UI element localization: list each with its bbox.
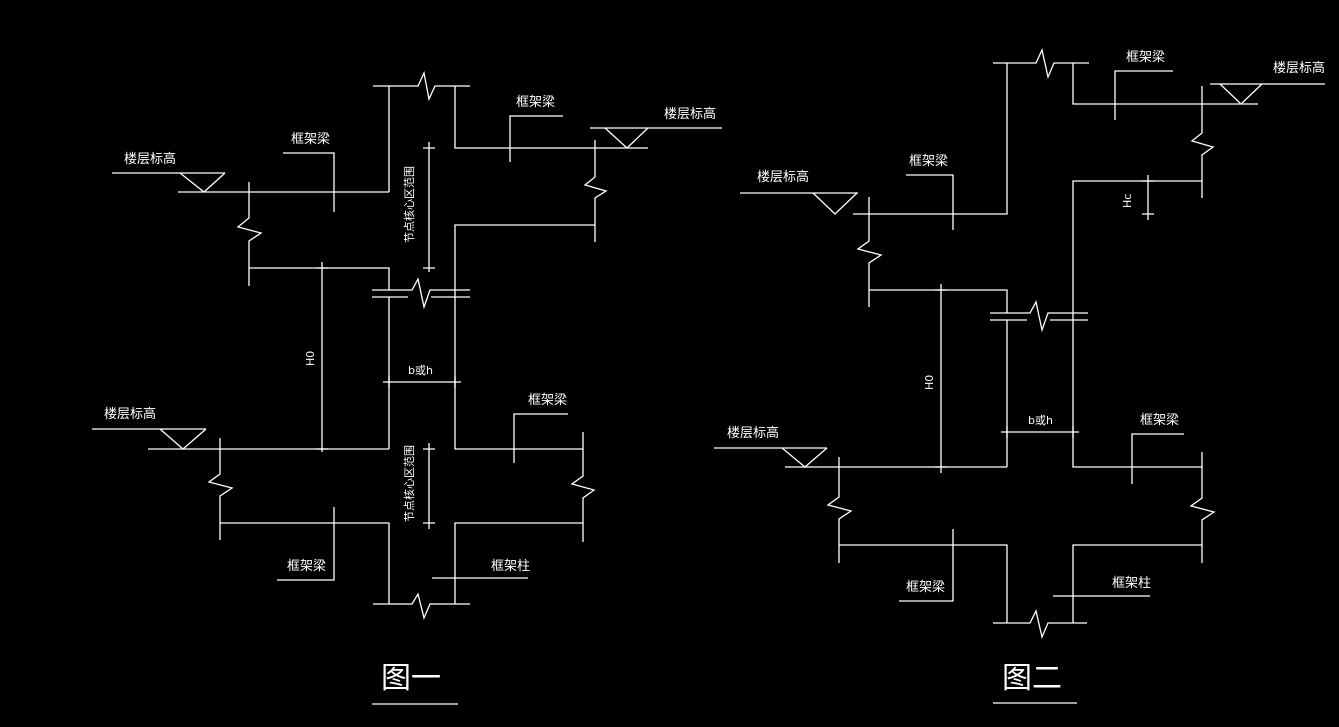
fig1-label-frame-column: 框架柱 — [491, 559, 530, 574]
fig1-label-frame-beam-upper-right: 框架梁 — [516, 95, 555, 110]
fig1-leader-beam-upper-left — [283, 152, 335, 212]
fig1-dim-h0 — [316, 262, 328, 452]
fig2-label-frame-column: 框架柱 — [1112, 576, 1151, 591]
fig1-label-floor-elevation-lower: 楼层标高 — [104, 406, 156, 422]
fig1-upper-left-beam-soffit — [249, 267, 390, 290]
fig2-label-h0: H0 — [923, 375, 936, 390]
fig2-elevation-marker-upper-right — [1210, 83, 1325, 105]
fig2-label-frame-beam-lower-left: 框架梁 — [906, 580, 945, 595]
fig2-dim-h0 — [935, 284, 947, 473]
fig2-label-b-or-h: b或h — [1028, 414, 1053, 427]
fig1-caption: 图一 — [381, 661, 441, 696]
fig1-label-h0: H0 — [304, 351, 317, 366]
fig2-dim-b-or-h — [1001, 426, 1079, 438]
fig2-lower-right-beam-break — [1189, 452, 1216, 563]
fig1-label-frame-beam-upper-left: 框架梁 — [291, 132, 330, 147]
fig2-caption: 图二 — [1002, 661, 1062, 696]
figure-1 — [92, 70, 722, 705]
fig2-leader-beam-upper-right — [1114, 70, 1173, 120]
fig2-upper-right-beam-soffit — [1072, 180, 1202, 320]
fig2-lower-left-beam-soffit — [839, 544, 1008, 623]
fig2-column-top-break — [993, 47, 1089, 80]
fig1-elevation-marker-lower-left — [92, 428, 207, 450]
fig2-upper-left-beam-soffit — [869, 289, 1008, 313]
fig2-dim-hc — [1142, 175, 1154, 220]
fig2-column-bottom-break — [993, 609, 1087, 640]
fig2-upper-left-beam-break — [856, 197, 883, 307]
fig1-label-frame-beam-lower-right: 框架梁 — [528, 393, 567, 408]
fig1-label-b-or-h: b或h — [408, 364, 433, 377]
fig2-label-frame-beam-lower-right: 框架梁 — [1140, 413, 1179, 428]
fig1-lower-right-beam-break — [570, 432, 596, 542]
fig1-label-joint-core-upper: 节点核心区范围 — [402, 166, 416, 243]
fig2-lower-right-beam-soffit — [1072, 544, 1202, 623]
fig1-leader-beam-lower-right — [513, 413, 568, 463]
fig1-lower-right-beam-soffit — [454, 522, 583, 604]
fig2-leader-beam-upper-left — [906, 174, 954, 230]
fig1-column-top-break — [373, 70, 470, 102]
fig1-label-frame-beam-lower-left: 框架梁 — [287, 559, 326, 574]
fig1-upper-left-beam-bottom — [236, 182, 263, 286]
fig1-lower-left-beam-soffit — [220, 522, 390, 604]
fig1-elevation-marker-upper-left — [112, 172, 226, 193]
fig1-leader-beam-lower-left — [277, 507, 335, 581]
fig1-label-floor-elevation-upper-right: 楼层标高 — [664, 106, 716, 122]
fig1-upper-right-beam-break — [583, 140, 608, 242]
fig1-lower-left-beam-break — [207, 438, 234, 540]
fig2-label-frame-beam-upper-left: 框架梁 — [909, 154, 948, 169]
fig1-leader-beam-upper-right — [509, 115, 563, 162]
fig2-lower-left-beam-break — [826, 457, 853, 563]
fig1-dim-joint-upper — [423, 142, 435, 272]
fig1-label-joint-core-lower: 节点核心区范围 — [402, 445, 416, 522]
fig1-column-mid-break — [372, 277, 470, 310]
fig1-column-right-upper — [454, 86, 648, 149]
fig2-label-floor-elevation-upper-left: 楼层标高 — [757, 169, 809, 185]
fig2-upper-right-beam-break — [1190, 86, 1215, 198]
fig2-column-right-lower — [1072, 320, 1202, 468]
fig2-label-hc: Hc — [1121, 194, 1134, 208]
fig2-elevation-marker-lower-left — [714, 447, 828, 468]
fig2-column-left-upper — [853, 63, 1008, 215]
fig2-column-right-upper — [1072, 63, 1258, 105]
fig1-label-floor-elevation-upper: 楼层标高 — [124, 151, 176, 167]
fig2-column-mid-break — [990, 300, 1088, 333]
fig1-upper-right-beam-soffit — [454, 224, 595, 297]
fig2-label-frame-beam-upper-right: 框架梁 — [1126, 50, 1165, 65]
fig2-leader-beam-lower-left — [899, 529, 954, 602]
fig1-column-bottom-break — [373, 592, 470, 621]
fig2-leader-beam-lower-right — [1131, 433, 1184, 484]
fig1-dim-b-or-h — [383, 376, 461, 388]
fig1-dim-joint-lower — [423, 443, 435, 529]
fig2-elevation-marker-upper-left — [740, 192, 858, 215]
fig2-label-floor-elevation-lower: 楼层标高 — [727, 425, 779, 441]
figure-2 — [714, 47, 1325, 704]
fig2-label-floor-elevation-upper-right: 楼层标高 — [1273, 60, 1325, 76]
fig1-column-right-lower — [454, 297, 583, 450]
fig1-elevation-marker-upper-right — [590, 127, 722, 149]
